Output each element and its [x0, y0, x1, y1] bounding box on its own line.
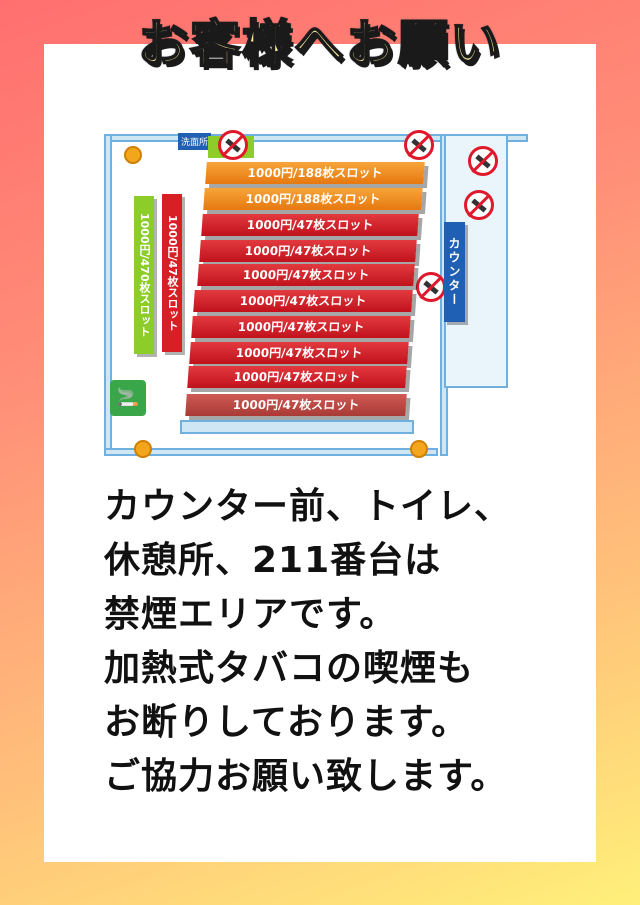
page-title: お客様へお願い: [137, 14, 502, 74]
entrance-arrow-icon: [124, 146, 142, 164]
smoking-area-icon: 🚬: [110, 380, 146, 416]
message-line: 加熱式タバコの喫煙も: [104, 648, 475, 689]
message-line: カウンター前、トイレ、: [104, 486, 512, 527]
slot-column-green: 1000円/470枚スロット: [134, 196, 154, 354]
washroom-label: 洗面所: [178, 133, 212, 150]
slot-row: 1000円/188枚スロット: [205, 162, 425, 184]
no-smoking-icon: [464, 190, 494, 220]
no-smoking-icon: [218, 130, 248, 160]
slot-row: 1000円/47枚スロット: [193, 290, 413, 312]
slot-row: 1000円/47枚スロット: [197, 264, 415, 286]
slot-row: 1000円/47枚スロット: [189, 342, 409, 364]
map-bottom-wall: [104, 448, 438, 456]
message-line: ご協力お願い致します。: [104, 756, 508, 797]
no-smoking-icon: [468, 146, 498, 176]
counter-label: カウンター: [444, 222, 465, 322]
message-line: お断りしております。: [104, 702, 469, 743]
entrance-arrow-icon: [410, 440, 428, 458]
entrance-arrow-icon: [134, 440, 152, 458]
notice-message: カウンター前、トイレ、 休憩所、211番台は 禁煙エリアです。 加熱式タバコの喫…: [104, 480, 574, 804]
message-line: 禁煙エリアです。: [104, 594, 397, 635]
slot-row: 1000円/47枚スロット: [187, 366, 407, 388]
slot-row: 1000円/47枚スロット: [201, 214, 419, 236]
slot-row: 1000円/47枚スロット: [191, 316, 411, 338]
map-bottom-floor: [180, 420, 414, 434]
no-smoking-icon: [404, 130, 434, 160]
floor-map: 洗面所 🚬 1000円/470枚スロット 1000円/47枚スロット カウンター…: [0, 0, 640, 470]
slot-row: 1000円/47枚スロット: [185, 394, 407, 416]
message-line: 休憩所、211番台は: [104, 540, 442, 581]
slot-row: 1000円/47枚スロット: [199, 240, 417, 262]
slot-column-red: 1000円/47枚スロット: [162, 194, 182, 352]
slot-row: 1000円/188枚スロット: [203, 188, 423, 210]
no-smoking-icon: [416, 272, 446, 302]
